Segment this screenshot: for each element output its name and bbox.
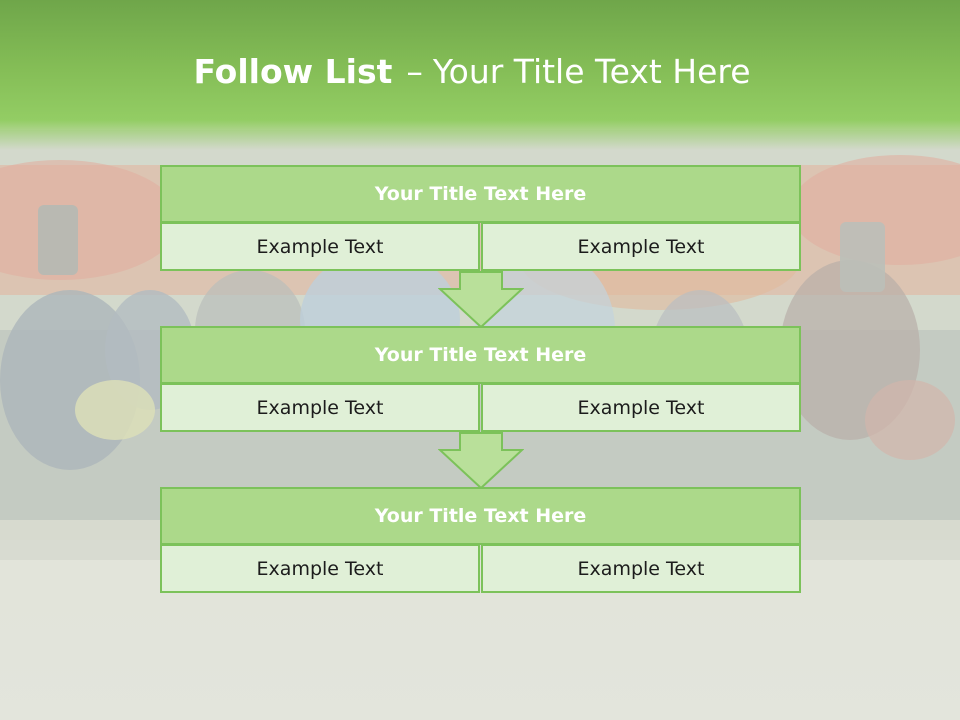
step-cell-left: Example Text	[160, 544, 480, 593]
step-block-title: Your Title Text Here	[160, 165, 801, 223]
slide-title: Follow List–Your Title Text Here	[0, 52, 944, 91]
step-block-title: Your Title Text Here	[160, 326, 801, 384]
step-cell-right: Example Text	[481, 383, 801, 432]
header-band	[0, 0, 960, 150]
slide-title-separator: –	[406, 52, 423, 91]
slide-title-bold: Follow List	[193, 52, 393, 91]
step-cell-left: Example Text	[160, 222, 480, 271]
step-cell-right: Example Text	[481, 544, 801, 593]
step-cell-right: Example Text	[481, 222, 801, 271]
step-cell-left: Example Text	[160, 383, 480, 432]
down-arrow-icon	[438, 271, 524, 329]
down-arrow-icon	[438, 432, 524, 490]
slide-title-rest: Your Title Text Here	[432, 52, 751, 91]
step-block-title: Your Title Text Here	[160, 487, 801, 545]
